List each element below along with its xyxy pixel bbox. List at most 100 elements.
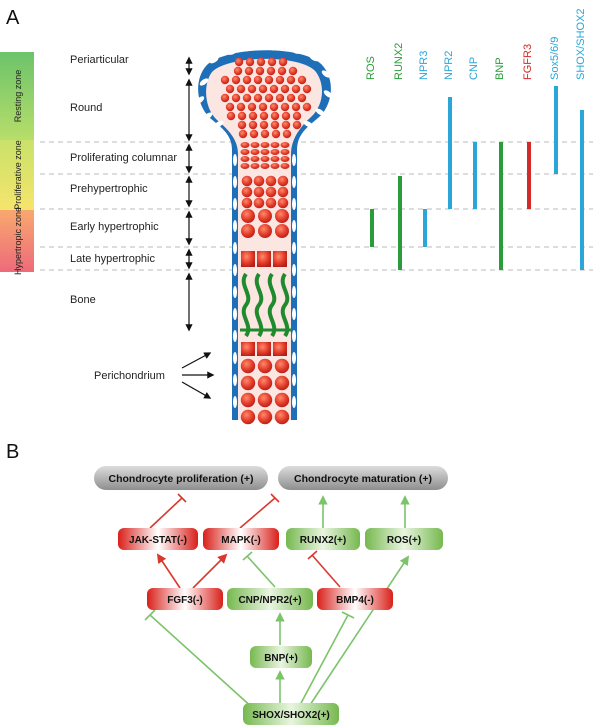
chondrocyte-cell <box>253 186 265 198</box>
gene-label-cnp: CNP <box>468 57 480 80</box>
chondrocyte-cell <box>269 84 279 94</box>
chondrocyte-cell <box>266 66 276 76</box>
zone-bars: Resting zone Proliferative zone Hypertro… <box>0 52 34 275</box>
border-cell <box>247 45 257 51</box>
chondrocyte-cell <box>231 93 241 103</box>
chondrocyte-cell <box>258 224 272 238</box>
border-cell <box>233 374 237 386</box>
border-cell <box>292 264 296 276</box>
chondrocyte-cell <box>238 129 248 139</box>
border-cell <box>233 352 237 364</box>
border-cell <box>233 396 237 408</box>
border-cell <box>195 96 205 104</box>
border-cell <box>292 220 296 232</box>
border-cell <box>233 154 237 166</box>
chondrocyte-cell <box>277 186 289 198</box>
chondrocyte-cell <box>292 120 302 130</box>
chondrocyte-cell <box>226 111 236 121</box>
gene-bar-fgfr3 <box>527 142 531 209</box>
gene-bar-sox569 <box>554 86 558 174</box>
perichondrium-label: Perichondrium <box>94 370 165 382</box>
border-cell <box>292 198 296 210</box>
chondrocyte-cell <box>241 186 253 198</box>
border-cell <box>203 112 213 120</box>
chondrocyte-cell <box>240 156 250 162</box>
chondrocyte-cell <box>275 93 285 103</box>
gene-bar-npr2 <box>448 97 452 209</box>
chondrocyte-cell <box>225 102 235 112</box>
chondrocyte-cell <box>275 209 289 223</box>
chondrocyte-cell <box>264 93 274 103</box>
chondrocyte-cell <box>260 142 270 148</box>
chondrocyte-cell <box>267 57 277 67</box>
chondrocyte-cell <box>237 111 247 121</box>
chondrocyte-cell <box>273 251 287 267</box>
border-cell <box>292 352 296 364</box>
border-cell <box>315 108 325 116</box>
chondrocyte-cell <box>264 75 274 85</box>
node-label: Chondrocyte maturation (+) <box>294 473 432 485</box>
chondrocyte-cell <box>302 102 312 112</box>
edge-jak-prolif-bar <box>177 493 187 503</box>
chondrocyte-cell <box>288 66 298 76</box>
border-cell <box>269 45 279 51</box>
gene-label-ros: ROS <box>365 56 377 80</box>
chondrocyte-cell <box>233 66 243 76</box>
chondrocyte-cell <box>260 156 270 162</box>
edge-cnp-mapk <box>246 555 276 588</box>
chondrocyte-cell <box>220 93 230 103</box>
chondrocyte-cell <box>256 57 266 67</box>
chondrocyte-cell <box>241 251 255 267</box>
gene-label-shoxshox2: SHOX/SHOX2 <box>575 8 587 80</box>
edge-shox-fgf3-bar <box>144 609 156 621</box>
bone-trabecula <box>267 272 277 338</box>
node-label: BNP(+) <box>264 653 298 664</box>
chondrocyte-cell <box>242 93 252 103</box>
chondrocyte-cell <box>281 111 291 121</box>
chondrocyte-cell <box>280 156 290 162</box>
chondrocyte-cell <box>297 93 307 103</box>
chondrocyte-cell <box>240 375 256 391</box>
chondrocyte-cell <box>265 186 277 198</box>
zone-bar-proliferative <box>0 140 34 210</box>
node-jak-stat: JAK-STAT(-) <box>118 528 198 550</box>
edge-shox-bmp4 <box>299 614 349 706</box>
gene-label-fgfr3: FGFR3 <box>522 44 534 80</box>
chondrocyte-cell <box>240 358 256 374</box>
chondrocyte-cell <box>292 111 302 121</box>
node-chondrocyte-maturation: Chondrocyte maturation (+) <box>278 466 448 490</box>
chondrocyte-cell <box>274 358 290 374</box>
border-cell <box>292 308 296 320</box>
border-cell <box>199 78 209 86</box>
chondrocyte-cell <box>249 129 259 139</box>
chondrocyte-cell <box>257 409 273 425</box>
layer-label-prehypertrophic: Prehypertrophic <box>70 183 148 195</box>
border-cell <box>233 176 237 188</box>
gene-bar-shoxshox2 <box>580 110 584 270</box>
chondrocyte-cell <box>255 66 265 76</box>
edge-bmp4-runx2 <box>311 554 341 588</box>
pathway-edges <box>144 493 410 711</box>
border-cell <box>292 330 296 342</box>
growth-plate-illustration <box>195 45 333 425</box>
gene-bar-npr3 <box>423 209 427 247</box>
border-cell <box>209 56 219 64</box>
chondrocyte-cell <box>280 142 290 148</box>
chondrocyte-cell <box>231 75 241 85</box>
edge-mapk-matur-bar <box>270 493 280 503</box>
chondrocyte-cell <box>274 375 290 391</box>
node-label: JAK-STAT(-) <box>129 535 187 546</box>
panel-b-letter: B <box>6 441 19 463</box>
node-bmp4: BMP4(-) <box>317 588 393 610</box>
border-cell <box>292 286 296 298</box>
perichondrium-arrows <box>181 352 215 399</box>
chondrocyte-cell <box>269 102 279 112</box>
border-cell <box>227 49 237 55</box>
chondrocyte-cell <box>297 75 307 85</box>
chondrocyte-cell <box>270 163 280 169</box>
border-cell <box>233 242 237 254</box>
chondrocyte-cell <box>270 142 280 148</box>
chondrocyte-cell <box>302 84 312 94</box>
border-cell <box>214 120 224 128</box>
